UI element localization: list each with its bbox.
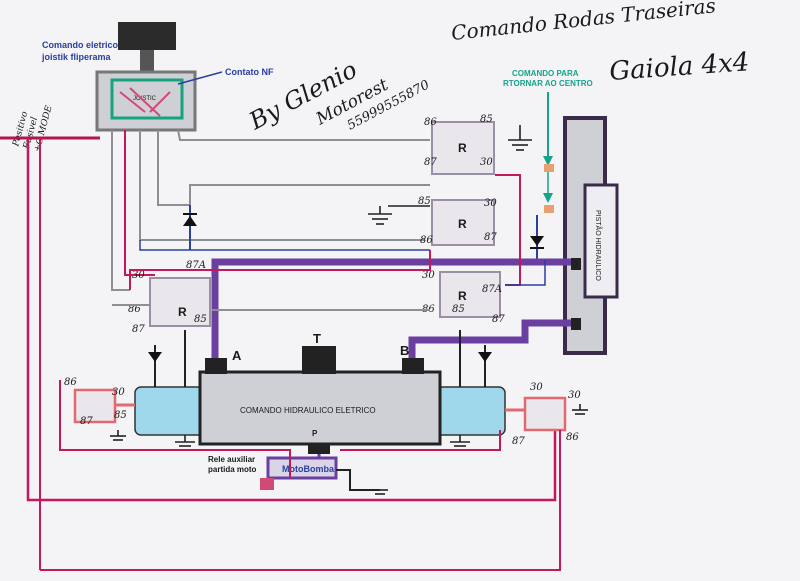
svg-text:87: 87 bbox=[424, 157, 437, 168]
positive-bus-wire bbox=[26, 138, 557, 502]
relay-lower-left: R 30 87A 86 87 85 bbox=[128, 260, 211, 335]
contato-nf-label: Contato NF bbox=[225, 67, 274, 77]
svg-text:30: 30 bbox=[530, 382, 543, 393]
motobomba-ground bbox=[372, 489, 388, 495]
svg-text:30: 30 bbox=[484, 198, 497, 209]
joy-wire-2 bbox=[124, 130, 155, 276]
valve-label: COMANDO HIDRAULICO ELETRICO bbox=[240, 406, 376, 415]
svg-text:R: R bbox=[458, 289, 467, 303]
svg-text:R: R bbox=[458, 141, 467, 155]
port-a-label: A bbox=[232, 348, 242, 363]
pistao-port-2 bbox=[571, 318, 581, 330]
port-a-block bbox=[205, 358, 227, 374]
solenoid-left bbox=[148, 330, 186, 387]
svg-text:30: 30 bbox=[132, 270, 145, 281]
motobomba-box bbox=[266, 456, 338, 480]
svg-text:87: 87 bbox=[484, 232, 497, 243]
pink-wire-2 bbox=[495, 174, 521, 286]
ground-top-right bbox=[508, 125, 532, 151]
pistao-cylinder bbox=[583, 183, 619, 299]
solenoid-right bbox=[459, 330, 492, 387]
svg-text:85: 85 bbox=[114, 410, 127, 421]
positivo-label-group: Positivo Fusivel +C MODE bbox=[11, 104, 55, 153]
centro-switch-1 bbox=[544, 164, 554, 172]
svg-text:85: 85 bbox=[418, 196, 431, 207]
svg-text:85: 85 bbox=[194, 314, 207, 325]
diode-left-top bbox=[183, 205, 197, 250]
svg-text:86: 86 bbox=[566, 432, 579, 443]
valve-grounds bbox=[175, 435, 470, 447]
relay-side-right: 30 30 87 86 bbox=[512, 382, 588, 447]
joystick-contacts bbox=[110, 78, 184, 120]
svg-text:R: R bbox=[458, 217, 467, 231]
port-p-label: P bbox=[312, 429, 318, 438]
port-b-block bbox=[402, 358, 424, 374]
port-b-label: B bbox=[400, 343, 409, 358]
diode-right-top bbox=[530, 215, 544, 260]
joy-wire-5 bbox=[177, 129, 430, 141]
svg-text:30: 30 bbox=[422, 270, 435, 281]
svg-text:30: 30 bbox=[568, 390, 581, 401]
rele-aux-label-1: Rele auxiliar bbox=[208, 455, 255, 464]
svg-text:87: 87 bbox=[80, 416, 93, 427]
blue-wire-1 bbox=[139, 240, 430, 251]
hose-a bbox=[211, 258, 571, 360]
centro-switch-2 bbox=[544, 205, 554, 213]
centro-arrowhead-2 bbox=[543, 193, 553, 203]
pistao-port-1 bbox=[571, 258, 581, 270]
title-text: Comando Rodas Traseiras bbox=[450, 0, 717, 45]
svg-text:86: 86 bbox=[128, 304, 141, 315]
bottom-loop-main bbox=[40, 430, 561, 571]
port-p-block bbox=[308, 444, 330, 454]
joystick-switch-wires bbox=[119, 87, 171, 117]
motobomba-label: MotoBomba bbox=[282, 464, 335, 474]
svg-text:86: 86 bbox=[64, 377, 77, 388]
joystick-stick bbox=[140, 50, 154, 72]
pink-wire-1 bbox=[129, 250, 431, 290]
joy-wire-1 bbox=[111, 130, 130, 291]
svg-text:87A: 87A bbox=[482, 284, 502, 295]
ground-top-left bbox=[368, 205, 430, 225]
blue-wire-2 bbox=[505, 260, 546, 286]
joystick-knob bbox=[118, 22, 176, 50]
svg-text:87: 87 bbox=[132, 324, 145, 335]
svg-text:86: 86 bbox=[424, 117, 437, 128]
svg-text:R: R bbox=[178, 305, 187, 319]
contato-nf-pointer bbox=[177, 71, 223, 85]
joystick-title-2: joistik fliperama bbox=[41, 52, 112, 62]
svg-text:30: 30 bbox=[112, 387, 125, 398]
pistao-label: PISTÃO HIDRAULICO bbox=[594, 210, 603, 281]
svg-text:85: 85 bbox=[452, 304, 465, 315]
svg-text:85: 85 bbox=[480, 114, 493, 125]
rele-aux-block bbox=[260, 478, 274, 490]
rele-aux-label-2: partida moto bbox=[208, 465, 257, 474]
bottom-loop-right bbox=[340, 430, 501, 451]
bottom-loop-left bbox=[59, 380, 291, 478]
comando-centro-label-1: COMANDO PARA bbox=[512, 69, 579, 78]
motobomba-ground-wire bbox=[336, 469, 380, 491]
joystick-inner-label: JOISTIC bbox=[133, 96, 157, 102]
joy-wire-4 bbox=[157, 130, 430, 206]
hose-b bbox=[408, 319, 571, 360]
port-t-block bbox=[302, 346, 336, 374]
relay-middle: R 85 30 86 87 bbox=[418, 196, 497, 246]
svg-text:30: 30 bbox=[480, 157, 493, 168]
svg-text:87: 87 bbox=[512, 436, 525, 447]
svg-text:87: 87 bbox=[492, 314, 505, 325]
relay-lower-right: R 30 87A 86 85 87 bbox=[422, 270, 505, 325]
relay-side-left: 86 30 87 85 bbox=[64, 377, 127, 441]
relay-top: R 86 85 87 30 bbox=[424, 114, 495, 175]
comando-centro-label-2: RTORNAR AO CENTRO bbox=[503, 79, 593, 88]
port-t-label: T bbox=[313, 331, 321, 346]
svg-text:87A: 87A bbox=[186, 260, 206, 271]
subtitle-text: Gaiola 4x4 bbox=[608, 47, 750, 87]
joystick-title-1: Comando eletrico bbox=[42, 40, 119, 50]
svg-text:86: 86 bbox=[420, 235, 433, 246]
